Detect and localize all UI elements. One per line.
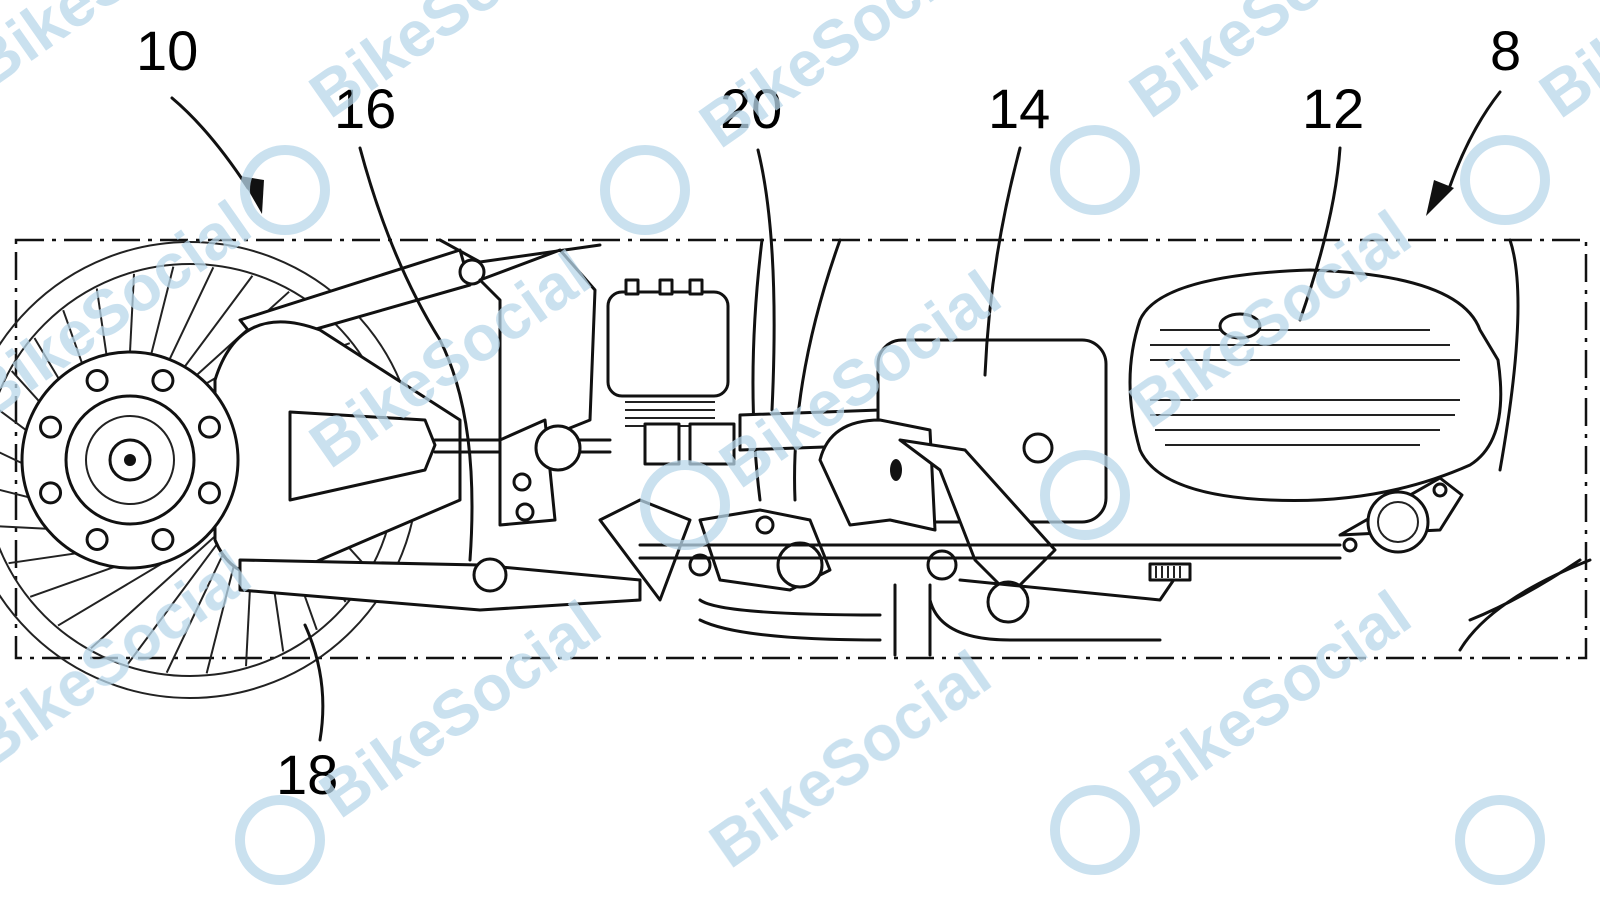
footpeg-assembly xyxy=(1338,238,1592,652)
hub-bolt xyxy=(85,369,109,393)
hub-bolt xyxy=(39,415,63,439)
frame-rails xyxy=(438,238,602,527)
watermark-text: BikeSocial xyxy=(307,587,613,832)
reference-numerals: 10 16 20 14 12 8 18 xyxy=(136,19,1521,806)
down-tube xyxy=(751,238,842,502)
axle-cone xyxy=(288,410,437,502)
watermark-text: BikeSocial xyxy=(297,0,603,131)
rear-hub xyxy=(20,350,240,570)
hub-bolt xyxy=(39,481,63,505)
watermark-text: BikeSocial xyxy=(1527,0,1600,131)
watermark-logo-icon xyxy=(240,145,330,235)
wheel-spoke xyxy=(90,533,218,650)
watermark-text: BikeSocial xyxy=(1117,577,1423,822)
ref-14: 14 xyxy=(988,77,1050,140)
watermark-logo-icon xyxy=(1460,135,1550,225)
leader-lines xyxy=(170,90,1502,742)
watermark-logo-icon xyxy=(1455,795,1545,885)
lower-linkage xyxy=(472,418,1342,657)
battery-box xyxy=(606,278,736,466)
hub-bolt xyxy=(197,415,221,439)
ref-10: 10 xyxy=(136,19,198,82)
hub-bolt xyxy=(197,481,221,505)
watermark-text: BikeSocial xyxy=(1117,0,1423,131)
ref-16: 16 xyxy=(334,77,396,140)
watermark-logo-icon xyxy=(640,460,730,550)
watermark-text: BikeSocial xyxy=(0,0,263,101)
watermark-logo-icon xyxy=(600,145,690,235)
ref-8: 8 xyxy=(1490,19,1521,82)
ref-20: 20 xyxy=(720,77,782,140)
section-frame xyxy=(14,238,1588,660)
watermark-text: BikeSocial xyxy=(697,637,1003,882)
tank-12 xyxy=(1128,268,1503,503)
ref-12: 12 xyxy=(1302,77,1364,140)
hub-bolt xyxy=(85,527,109,551)
watermark-logo-icon xyxy=(1050,125,1140,215)
watermark-logo-icon xyxy=(1050,785,1140,875)
wheel-spoke xyxy=(126,527,230,665)
hub-bolt xyxy=(151,369,175,393)
watermark-logo-icon xyxy=(235,795,325,885)
hub-bolt xyxy=(151,527,175,551)
watermark-text: BikeSocial xyxy=(687,0,993,161)
watermark-logo-icon xyxy=(1040,450,1130,540)
